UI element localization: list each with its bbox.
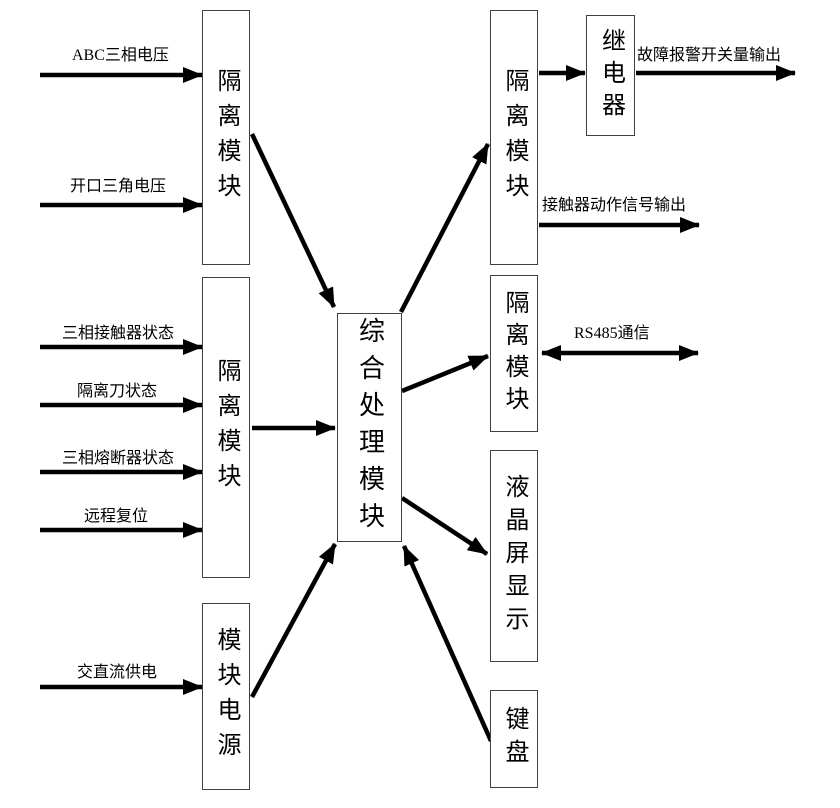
signal-label-three-phase-fuse-status: 三相熔断器状态 [62,450,175,467]
box-label: 隔离模块 [501,67,527,208]
signal-label-three-phase-contactor-status: 三相接触器状态 [62,325,175,342]
signal-label-abc-three-phase-voltage: ABC三相电压 [72,47,169,64]
arrow-central-to-isolation-mid-right [401,353,489,394]
box-label: 液晶屏显示 [501,473,527,639]
box-isolation-module-mid-left: 隔离模块 [202,277,250,578]
signal-label-ac-dc-power-supply: 交直流供电 [77,664,158,681]
signal-label-remote-reset: 远程复位 [84,508,149,525]
box-label: 隔离模块 [213,357,239,498]
box-isolation-module-mid-right: 隔离模块 [490,275,538,432]
arrow-central-to-isolation-top-right [399,142,490,314]
box-central-processing-module: 综合处理模块 [337,313,402,542]
box-label: 模块电源 [213,626,239,767]
box-module-power: 模块电源 [202,603,250,790]
box-label: 键盘 [501,706,527,772]
box-lcd-display: 液晶屏显示 [490,450,538,662]
arrow-keyboard-to-central [401,545,494,742]
signal-label-fault-alarm-switch-output: 故障报警开关量输出 [637,47,782,64]
box-relay: 继电器 [586,15,635,136]
signal-label-rs485-communication: RS485通信 [574,325,650,342]
signal-label-contactor-action-signal-output: 接触器动作信号输出 [542,197,687,214]
arrow-central-to-lcd-display [400,496,489,556]
signal-label-isolation-switch-status: 隔离刀状态 [77,383,158,400]
box-label: 隔离模块 [501,289,527,418]
box-keyboard: 键盘 [490,690,538,788]
box-label: 综合处理模块 [355,316,385,539]
arrow-module-power-to-central [250,542,337,699]
arrow-isolation-top-left-to-central [249,133,337,308]
box-label: 继电器 [597,27,624,124]
box-isolation-module-top-left: 隔离模块 [202,10,250,265]
signal-label-open-delta-voltage: 开口三角电压 [70,178,167,195]
box-isolation-module-top-right: 隔离模块 [490,10,538,265]
box-label: 隔离模块 [213,67,239,208]
